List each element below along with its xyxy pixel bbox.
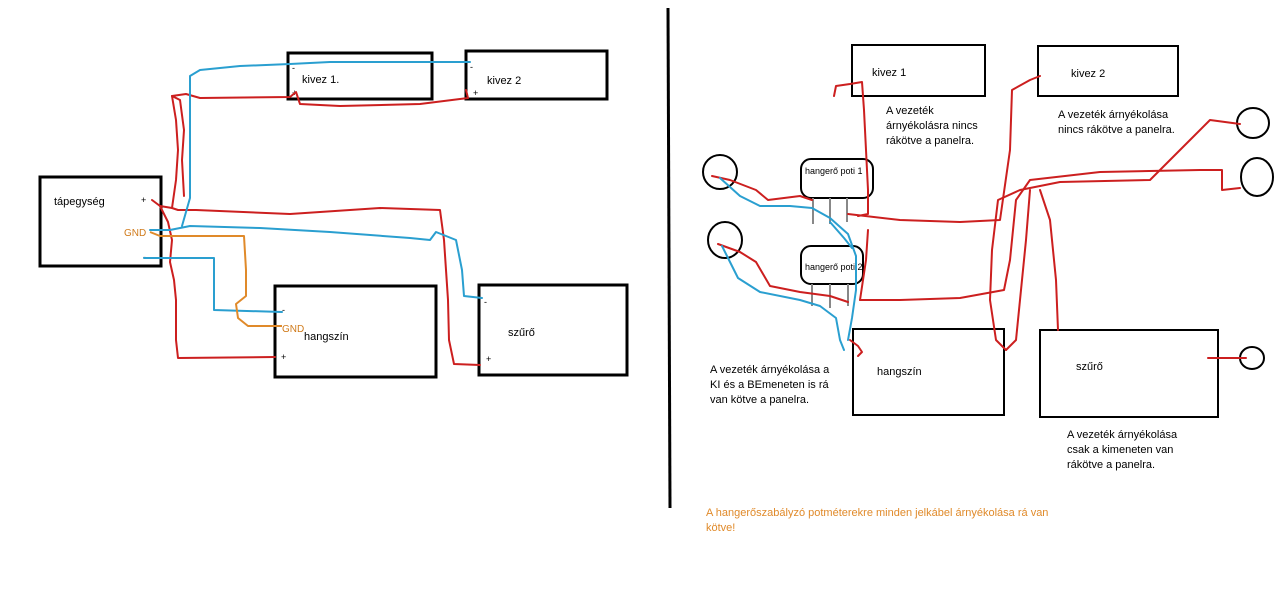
note-szuro-line1: A vezeték árnyékolása <box>1067 429 1178 441</box>
minus-kivez2: - <box>470 62 473 72</box>
box-hangszin-right <box>852 328 1005 416</box>
label-szuro-right: szűrő <box>1076 361 1103 373</box>
plus-hangszin: + <box>281 352 286 362</box>
plus-kivez2: + <box>473 88 478 98</box>
label-kivez1-right: kivez 1 <box>872 67 906 79</box>
note-hangszin-line2: KI és a BEmeneten is rá <box>710 379 829 391</box>
label-hangszin-left: hangszín <box>304 331 349 343</box>
note-hangszin-line3: van kötve a panelra. <box>710 394 809 406</box>
label-gnd-hangszin: GND <box>282 324 304 335</box>
box-kivez1-right <box>851 44 986 97</box>
left-orange-wires <box>149 231 282 327</box>
note-kivez1-line2: árnyékolásra nincs <box>886 120 978 132</box>
label-gnd-psu: GND <box>124 228 146 239</box>
note-kivez2-line1: A vezeték árnyékolása <box>1058 109 1169 121</box>
connector-circle-2 <box>707 221 743 259</box>
connector-circle-3 <box>1236 107 1270 139</box>
label-kivez2-left: kivez 2 <box>487 75 521 87</box>
plus-szuro: + <box>486 354 491 364</box>
plus-psu: + <box>141 195 146 205</box>
box-kivez1-left <box>286 51 434 101</box>
label-poti1: hangerő poti 1 <box>805 166 863 176</box>
minus-szuro: - <box>484 297 487 307</box>
note-szuro-line2: csak a kimeneten van <box>1067 444 1173 456</box>
box-szuro-right <box>1039 329 1219 418</box>
box-tapegyseg <box>38 175 163 268</box>
minus-kivez1: - <box>292 63 295 73</box>
right-blue-wires <box>719 177 857 351</box>
left-red-wires <box>151 89 481 366</box>
connector-circle-1 <box>702 154 738 190</box>
right-red-wires <box>711 75 1247 359</box>
note-hangszin-line1: A vezeték árnyékolása a <box>710 364 830 376</box>
label-kivez1-left: kivez 1. <box>302 74 339 86</box>
label-kivez2-right: kivez 2 <box>1071 68 1105 80</box>
minus-hangszin: - <box>282 305 285 315</box>
box-szuro-left <box>477 283 629 377</box>
note-kivez2-line2: nincs rákötve a panelra. <box>1058 124 1175 136</box>
box-kivez2-left <box>464 49 609 101</box>
note-szuro-line3: rákötve a panelra. <box>1067 459 1155 471</box>
note-kivez1-line3: rákötve a panelra. <box>886 135 974 147</box>
label-poti2: hangerő poti 2 <box>805 262 863 272</box>
label-szuro-left: szűrő <box>508 327 535 339</box>
box-kivez2-right <box>1037 45 1179 97</box>
label-tapegyseg: tápegység <box>54 196 105 208</box>
poti2 <box>800 245 864 308</box>
connector-circle-4 <box>1240 157 1274 197</box>
note-kivez1-line1: A vezeték <box>886 105 934 117</box>
divider-line <box>666 7 672 509</box>
box-hangszin-left <box>273 284 438 379</box>
poti1 <box>800 158 874 224</box>
label-hangszin-right: hangszín <box>877 366 922 378</box>
note-bottom-line2: kötve! <box>706 522 735 534</box>
note-bottom-line1: A hangerőszabályzó potméterekre minden j… <box>706 507 1048 519</box>
